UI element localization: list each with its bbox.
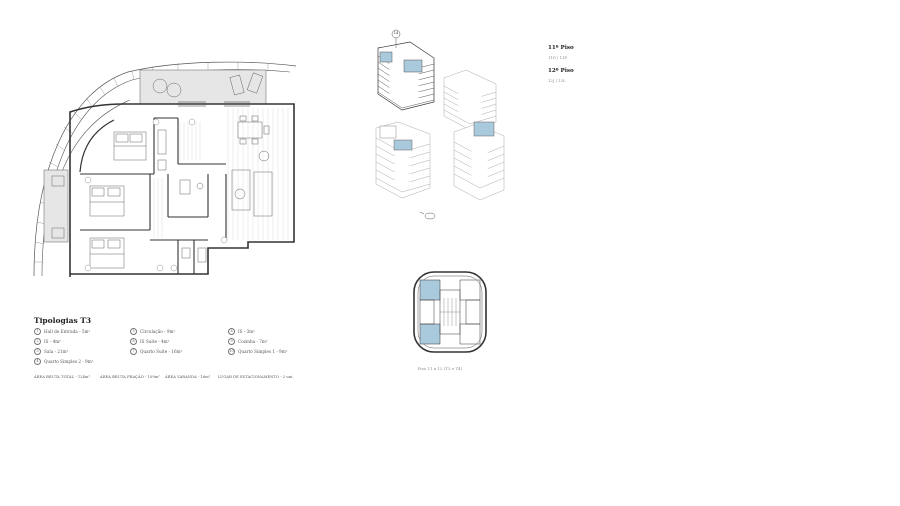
legend-label: Circulação - 9m²: [140, 329, 176, 334]
building-a: [377, 29, 435, 111]
bathroom-fixtures: [157, 129, 207, 263]
room-markers: [84, 118, 228, 272]
area-balcony: ÁREA VARANDA - 16m²: [165, 375, 211, 379]
legend-number: 6: [130, 338, 137, 345]
bed-room-3: [89, 237, 125, 269]
area-total: ÁREA BRUTA TOTAL - 124m²: [34, 375, 91, 379]
balcony-chairs: [51, 72, 264, 239]
legend-number: 7: [130, 348, 137, 355]
legend-number: 9: [228, 338, 235, 345]
legend-label: Hall de Entrada - 5m²: [44, 329, 91, 334]
highlight-unit-12: [419, 323, 441, 345]
dining-table: [237, 115, 270, 145]
top-balcony: [139, 69, 267, 105]
side-balcony: [43, 169, 69, 243]
legend-label: Quarto Suíte - 16m²: [140, 349, 183, 354]
floor-title-11: 11º Piso: [548, 45, 574, 51]
legend-label: IS - 4m²: [44, 339, 61, 344]
legend-number: 10: [228, 348, 235, 355]
legend-label: Quarto Simples 2 - 9m²: [44, 359, 94, 364]
building-c: [375, 121, 431, 199]
typology-title: Tipologias T3: [34, 316, 92, 325]
area-parking: LUGAR DE ESTACIONAMENTO - 2 uni.: [218, 375, 294, 379]
legend-label: Quarto Simples 1 - 9m²: [238, 349, 288, 354]
area-unit: ÁREA BRUTA FRAÇÃO - 109m²: [100, 375, 160, 379]
floor-plan-drawing: [33, 61, 297, 277]
living-furniture: [152, 78, 273, 217]
legend-label: Sala - 21m²: [44, 349, 69, 354]
legend-number: 2: [34, 338, 41, 345]
building-marker-label: 14: [393, 31, 399, 35]
legend-number: 3: [34, 348, 41, 355]
legend-number: 1: [34, 328, 41, 335]
building-axonometric: [375, 29, 505, 220]
legend-number: 5: [130, 328, 137, 335]
keyplan-caption: Piso 11 a 12 (T3 e T4): [417, 366, 463, 371]
legend-label: IS Suíte - 4m²: [140, 339, 170, 344]
floor-hatch: [153, 108, 289, 240]
bed-master: [113, 131, 147, 161]
highlight-unit-11: [419, 279, 441, 301]
compass-icon: [419, 211, 436, 220]
floor-title-12: 12º Piso: [548, 68, 574, 74]
key-plan: [413, 271, 487, 353]
legend-number: 4: [34, 358, 41, 365]
legend-label: IS - 3m²: [238, 329, 255, 334]
legend-label: Cozinha - 7m²: [238, 339, 268, 344]
floor-units-11: 11D | 11F: [548, 55, 568, 60]
building-d: [453, 121, 505, 201]
bed-room-2: [89, 185, 125, 217]
floor-units-12: 12J | 12L: [548, 78, 566, 83]
building-b: [443, 69, 497, 131]
legend-number: 8: [228, 328, 235, 335]
